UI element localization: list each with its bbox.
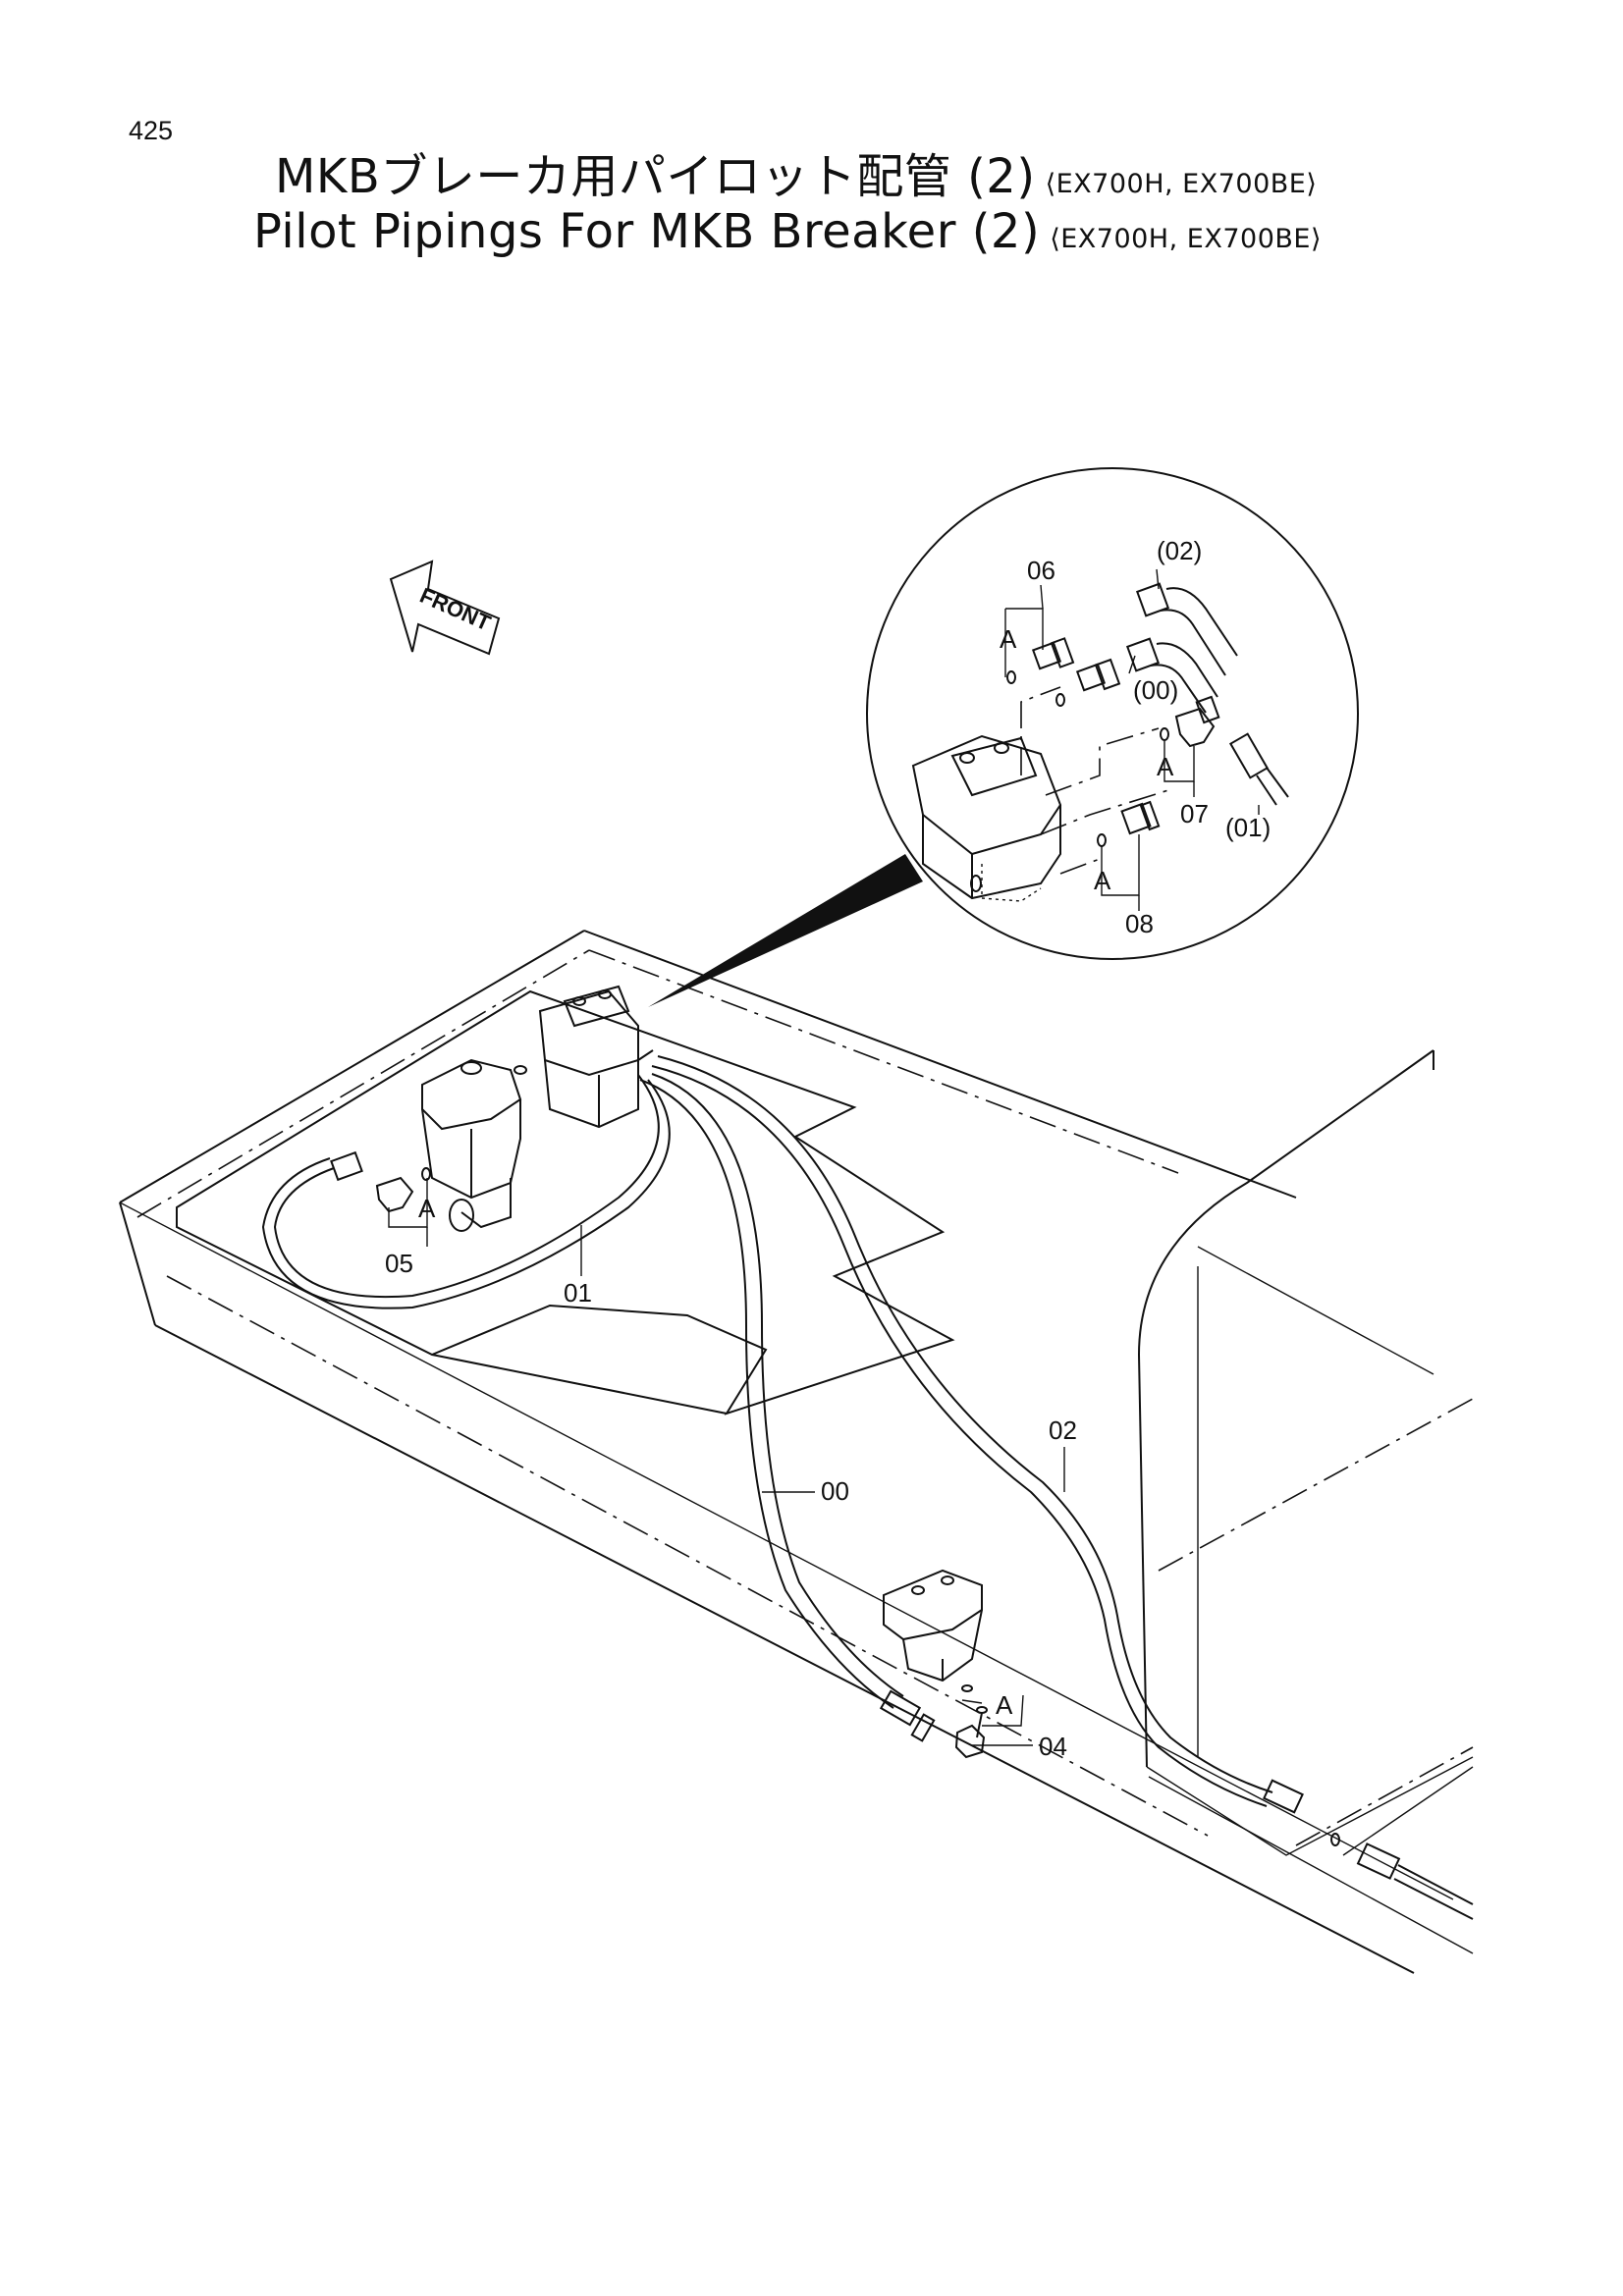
pilot-valve-left (421, 1058, 527, 1232)
operator-cab (1137, 1049, 1474, 1856)
oring-main (421, 1167, 431, 1181)
detail-callout-a2: A (1157, 752, 1174, 781)
detail-fitting-06 (1031, 637, 1075, 670)
callout-a-main: A (418, 1194, 436, 1223)
title-english: Pilot Pipings For MKB Breaker (2) ⟨EX700H… (253, 204, 1322, 259)
detail-callout-a3: A (1094, 866, 1111, 895)
detail-oring-2 (1055, 693, 1065, 707)
detail-callout-01: (01) (1225, 813, 1271, 842)
detail-circle (866, 467, 1359, 960)
hose-01-end (1330, 1833, 1474, 1920)
detail-callout-a1: A (1000, 624, 1017, 654)
callout-a-lower: A (996, 1690, 1013, 1720)
detail-callout-02: (02) (1157, 536, 1202, 565)
detail-view: 06 (02) A (00) A 07 (01) A 08 (648, 467, 1359, 1007)
lower-valve-block (883, 1569, 983, 1682)
pilot-valve-right (538, 985, 654, 1129)
callout-02: 02 (1049, 1415, 1077, 1445)
callout-05: 05 (385, 1249, 413, 1278)
callout-04: 04 (1039, 1732, 1067, 1761)
machine-frame (119, 930, 1474, 1974)
detail-oring-3 (1160, 727, 1169, 741)
title-japanese: MKBブレーカ用パイロット配管 (2) ⟨EX700H, EX700BE⟩ (275, 137, 1317, 206)
detail-hose-00 (1125, 637, 1218, 714)
callout-01: 01 (564, 1278, 592, 1308)
detail-oring-1 (1006, 670, 1016, 684)
detail-plug-08 (1120, 800, 1161, 835)
title-english-text: Pilot Pipings For MKB Breaker (2) (253, 204, 1041, 259)
hose-00 (639, 1073, 904, 1709)
detail-hose-01 (1228, 732, 1289, 806)
title-japanese-text: MKBブレーカ用パイロット配管 (2) (275, 149, 1036, 204)
detail-fitting-07 (1174, 695, 1220, 748)
title-japanese-models: ⟨EX700H, EX700BE⟩ (1045, 169, 1318, 199)
front-arrow-icon: FRONT (389, 560, 501, 656)
detail-callout-00: (00) (1133, 675, 1178, 705)
page-number: 425 (129, 116, 174, 145)
detail-valve-block (911, 734, 1062, 902)
title-english-models: ⟨EX700H, EX700BE⟩ (1050, 224, 1322, 254)
fitting-05 (375, 1176, 414, 1213)
detail-oring-4 (1097, 833, 1107, 847)
callout-00: 00 (821, 1476, 849, 1506)
detail-leader (648, 854, 923, 1007)
detail-fitting-00 (1075, 658, 1121, 692)
hose-01 (261, 1074, 671, 1309)
fitting-04 (879, 1684, 988, 1759)
detail-callout-07: 07 (1180, 799, 1209, 828)
hose-02 (651, 1055, 1304, 1814)
detail-callout-06: 06 (1027, 556, 1055, 585)
detail-hose-02 (1135, 582, 1238, 676)
detail-callout-08: 08 (1125, 909, 1154, 938)
floor-plate (176, 989, 955, 1415)
